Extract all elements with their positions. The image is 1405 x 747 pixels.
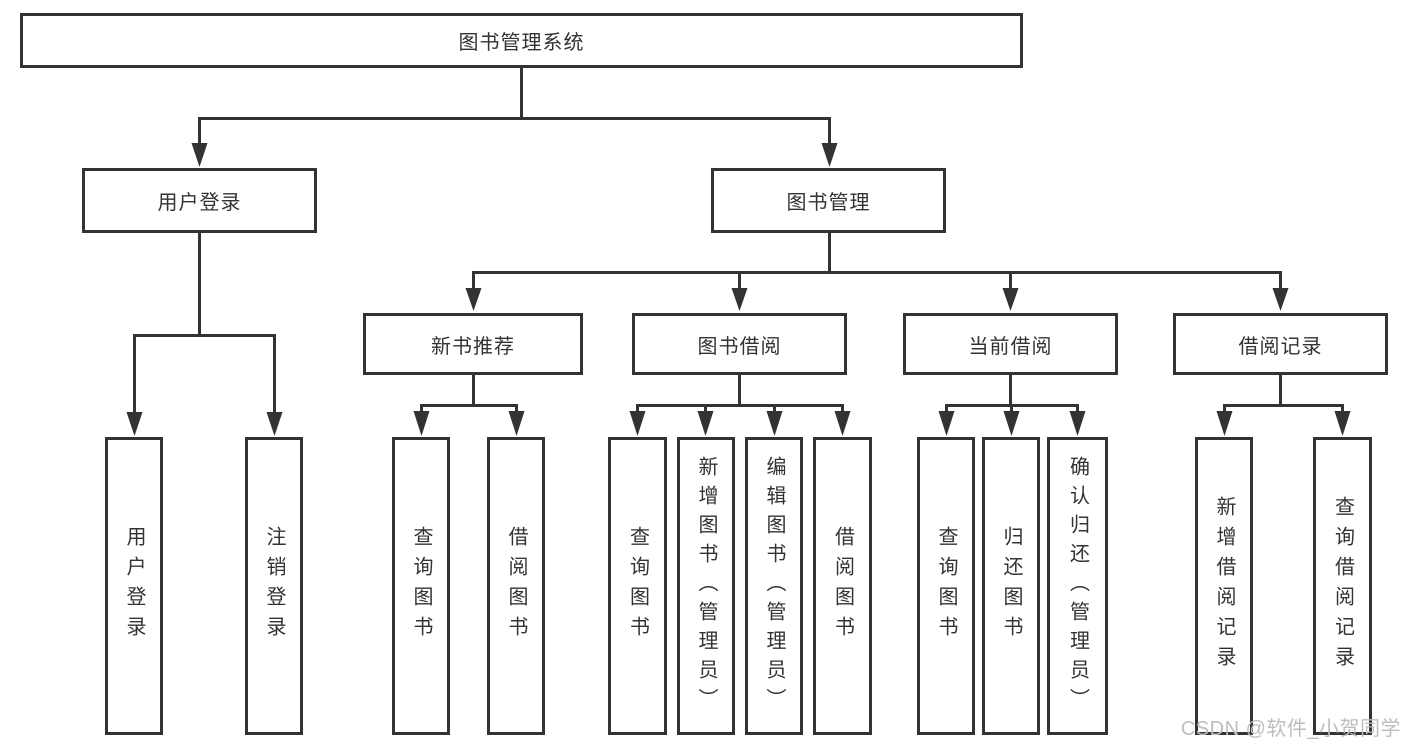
- leaf-borrowing-borrow-books: 借阅图书: [813, 437, 872, 735]
- leaf-confirm-return-admin: 确认归还（管理员）: [1047, 437, 1108, 735]
- node-user-login: 用户登录: [82, 168, 317, 233]
- node-book-management: 图书管理: [711, 168, 946, 233]
- leaf-edit-books-admin: 编辑图书（管理员）: [745, 437, 803, 735]
- node-borrow-records: 借阅记录: [1173, 313, 1388, 375]
- leaf-query-borrow-record: 查询借阅记录: [1313, 437, 1372, 735]
- node-root-system: 图书管理系统: [20, 13, 1023, 68]
- leaf-logout: 注销登录: [245, 437, 303, 735]
- edge-new-book-recommend-to-leaves: [413, 375, 525, 436]
- csdn-watermark: CSDN @软件_小贺同学: [1180, 718, 1401, 740]
- arrowheads-new-book-leaves: [413, 411, 525, 436]
- arrowheads-current-borrowing-leaves: [938, 411, 1086, 436]
- edge-book-management-to-level3: [465, 233, 1289, 311]
- edge-current-borrowing-to-leaves: [938, 375, 1086, 436]
- leaf-recommend-query-books: 查询图书: [392, 437, 450, 735]
- leaf-add-books-admin: 新增图书（管理员）: [677, 437, 735, 735]
- edge-root-to-level2: [191, 68, 838, 167]
- leaf-add-borrow-record: 新增借阅记录: [1195, 437, 1253, 735]
- edge-book-borrowing-to-leaves: [629, 375, 851, 436]
- edge-borrow-records-to-leaves: [1216, 375, 1351, 436]
- edge-user-login-to-leaves: [126, 233, 283, 436]
- arrowheads-level2: [191, 143, 838, 167]
- leaf-borrowing-query-books: 查询图书: [608, 437, 667, 735]
- arrowheads-borrow-records-leaves: [1216, 411, 1351, 436]
- leaf-user-login: 用户登录: [105, 437, 163, 735]
- arrowheads-book-borrowing-leaves: [629, 411, 851, 436]
- node-book-borrowing: 图书借阅: [632, 313, 847, 375]
- leaf-current-query-books: 查询图书: [917, 437, 975, 735]
- arrowheads-level3: [465, 288, 1289, 311]
- node-current-borrowing: 当前借阅: [903, 313, 1118, 375]
- leaf-recommend-borrow-books: 借阅图书: [487, 437, 545, 735]
- leaf-return-books: 归还图书: [982, 437, 1040, 735]
- node-new-book-recommend: 新书推荐: [363, 313, 583, 375]
- arrowheads-user-login-leaves: [126, 412, 283, 436]
